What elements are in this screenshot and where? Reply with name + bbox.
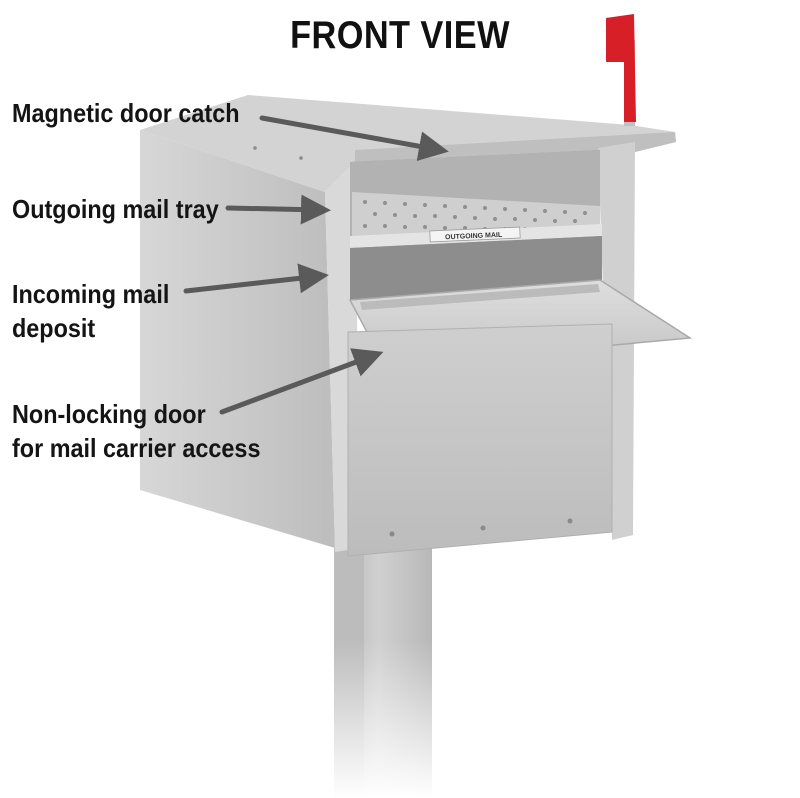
callout-arrows: [183, 115, 449, 415]
arrow-magnetic-catch: [259, 115, 449, 162]
callout-line: Incoming mail: [12, 279, 170, 309]
callout-line: Outgoing mail tray: [12, 194, 219, 224]
callout-outgoing-mail-tray: Outgoing mail tray: [12, 192, 219, 226]
callout-line: Non-locking door: [12, 399, 206, 429]
flag-icon: [606, 14, 636, 126]
callout-incoming-mail-deposit: Incoming mail deposit: [12, 277, 169, 345]
arrow-non-locking-door: [219, 348, 384, 415]
arrow-incoming-deposit: [183, 263, 329, 294]
mailbox-post: [330, 548, 438, 798]
tray-label: OUTGOING MAIL: [445, 232, 503, 242]
mailbox-body: OUTGOING MAIL: [140, 95, 693, 557]
page-title: FRONT VIEW: [290, 14, 510, 57]
arrow-outgoing-tray: [225, 194, 331, 225]
callout-magnetic-door-catch: Magnetic door catch: [12, 96, 240, 130]
callout-line: Magnetic door catch: [12, 98, 240, 128]
callout-line: deposit: [12, 313, 96, 343]
tray-perforations: [363, 200, 587, 231]
callout-line: for mail carrier access: [12, 433, 261, 463]
callout-non-locking-door: Non-locking door for mail carrier access: [12, 397, 260, 465]
